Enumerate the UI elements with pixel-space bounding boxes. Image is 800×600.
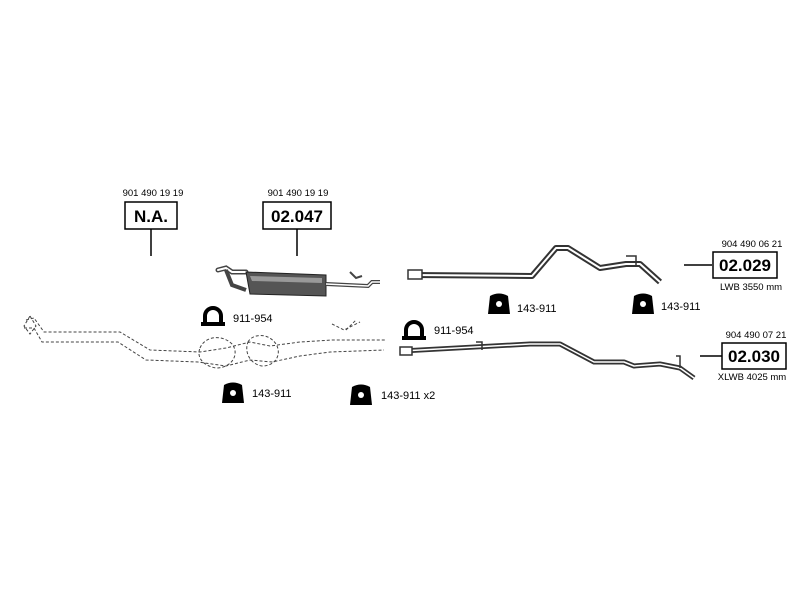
part-02029-oem-number: 904 490 06 21 [722,239,783,250]
part-na-code: N.A. [134,207,168,226]
hanger-d-label: 143-911 [661,301,701,313]
part-02029-code-box [712,251,778,279]
part-02030[interactable]: 904 490 07 21 02.030 XLWB 4025 mm [700,330,787,383]
part-02029[interactable]: 904 490 06 21 02.029 LWB 3550 mm [684,239,782,293]
hanger-a-label: 143-911 [252,388,292,400]
part-02029-pipe-drawing [407,245,663,285]
rubber-hanger-icon [222,382,244,403]
hanger-a[interactable]: 143-911 [222,382,292,404]
part-02047[interactable]: 901 490 19 19 02.047 [262,188,332,256]
hanger-c[interactable]: 143-911 [488,293,557,316]
part-02030-note: XLWB 4025 mm [718,372,787,383]
hanger-d[interactable]: 143-911 [632,293,701,315]
u-clamp-icon [201,306,225,326]
front-pipe-na-drawing [23,315,386,369]
rear-silencer-drawing [215,265,380,297]
clamp-a-label: 911-954 [233,313,273,325]
clamp-a[interactable]: 911-954 [201,306,273,326]
hanger-b-label: 143-911 x2 [381,390,435,402]
rubber-hanger-icon [350,384,372,405]
part-02030-oem-number: 904 490 07 21 [726,330,787,341]
clamp-b[interactable]: 911-954 [402,320,474,340]
part-02030-pipe-drawing [399,341,696,381]
part-02047-code: 02.047 [271,207,323,226]
hanger-c-label: 143-911 [517,303,557,315]
rubber-hanger-icon [488,293,510,314]
part-na[interactable]: 901 490 19 19 N.A. [123,188,184,256]
part-02029-note: LWB 3550 mm [720,282,782,293]
hanger-b[interactable]: 143-911 x2 [350,384,435,406]
part-02029-code: 02.029 [719,256,771,275]
part-02047-oem-number: 901 490 19 19 [268,188,329,199]
part-02030-code: 02.030 [728,347,780,366]
u-clamp-icon [402,320,426,340]
part-na-oem-number: 901 490 19 19 [123,188,184,199]
part-02030-code-box [721,342,787,370]
part-02047-code-box [262,201,332,230]
rubber-hanger-icon [632,293,654,314]
clamp-b-label: 911-954 [434,325,474,337]
